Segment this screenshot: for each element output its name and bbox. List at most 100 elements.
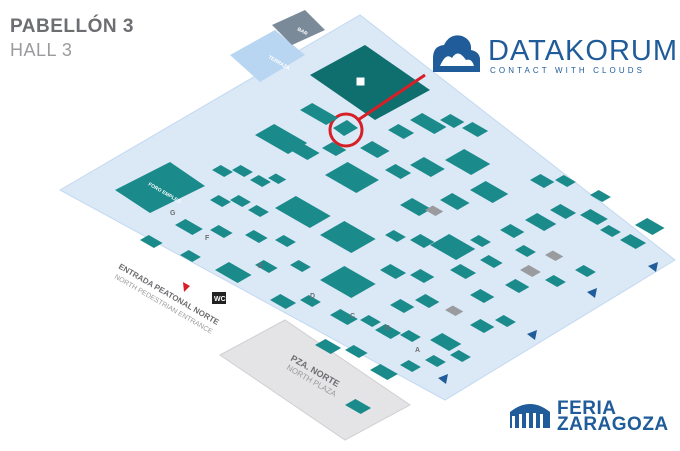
stand[interactable] (575, 265, 596, 277)
stand[interactable] (415, 294, 440, 308)
stand[interactable] (250, 175, 271, 187)
datakorum-stand-marker (328, 112, 364, 148)
stand[interactable] (255, 260, 278, 273)
stand[interactable] (505, 279, 530, 293)
stand[interactable] (530, 174, 555, 188)
stand[interactable] (410, 157, 445, 177)
stand[interactable] (400, 330, 421, 342)
stand[interactable] (555, 175, 576, 187)
stand[interactable] (322, 142, 347, 156)
employment-forum[interactable] (115, 162, 205, 213)
stand[interactable] (600, 225, 621, 237)
stand[interactable] (470, 319, 495, 333)
stand[interactable] (215, 262, 252, 283)
stand[interactable] (140, 235, 163, 248)
stand[interactable] (400, 360, 421, 372)
stand[interactable] (388, 124, 415, 139)
stand[interactable] (450, 350, 471, 362)
aisle-label: B (385, 325, 390, 332)
stand[interactable] (290, 143, 320, 160)
stand[interactable] (440, 193, 470, 210)
stand[interactable] (425, 355, 446, 367)
stand[interactable] (590, 190, 611, 202)
stand[interactable] (268, 173, 287, 185)
stand[interactable] (180, 250, 201, 262)
stand[interactable] (545, 275, 566, 287)
aisle-label: G (170, 210, 176, 217)
wc-label: WC (214, 296, 226, 303)
stand[interactable] (470, 181, 509, 203)
stand[interactable] (210, 225, 233, 238)
stand[interactable] (330, 309, 358, 325)
stand[interactable] (410, 269, 435, 283)
stand[interactable] (445, 149, 491, 175)
stand[interactable] (320, 221, 376, 253)
wc-icon (212, 292, 226, 304)
stand[interactable] (290, 260, 311, 272)
stand[interactable] (390, 299, 415, 313)
exit-arrow-icon (648, 262, 658, 272)
stand[interactable] (430, 333, 462, 351)
datakorum-tagline: CONTACT WITH CLOUDS (490, 66, 646, 75)
stand[interactable] (635, 218, 665, 235)
stand[interactable] (445, 305, 464, 317)
stand[interactable] (410, 234, 435, 248)
stand[interactable] (380, 264, 407, 279)
stand[interactable] (520, 265, 541, 277)
stand[interactable] (462, 122, 489, 137)
datakorum-logo-text: DATAKORUM (488, 35, 678, 67)
stand[interactable] (470, 289, 495, 303)
stand[interactable] (500, 224, 525, 238)
stand[interactable] (385, 164, 412, 179)
stand[interactable] (320, 266, 376, 298)
stand[interactable] (315, 339, 342, 354)
stand[interactable] (360, 315, 381, 327)
stand[interactable] (300, 295, 321, 307)
stand[interactable] (450, 264, 477, 279)
hall-subtitle: HALL 3 (10, 40, 73, 60)
stand[interactable] (550, 204, 577, 219)
stand[interactable] (580, 209, 608, 225)
stand[interactable] (400, 198, 432, 216)
stand[interactable] (210, 195, 231, 207)
stand[interactable] (248, 205, 269, 217)
stand[interactable] (212, 165, 233, 177)
stand[interactable] (360, 141, 390, 158)
stand[interactable] (232, 165, 253, 177)
terrace-area (230, 30, 305, 82)
bar-label: BAR (296, 27, 309, 38)
stand[interactable] (495, 315, 516, 327)
stand[interactable] (370, 364, 398, 380)
stand[interactable] (470, 235, 491, 247)
stand[interactable] (440, 114, 465, 128)
stand[interactable] (385, 230, 406, 242)
aisle-label: D (310, 293, 315, 300)
stand[interactable] (245, 230, 268, 243)
stand[interactable] (410, 113, 447, 134)
stand-datakorum[interactable] (333, 120, 358, 136)
stand[interactable] (375, 324, 402, 339)
stand[interactable] (525, 213, 557, 231)
stand[interactable] (300, 103, 339, 125)
stand[interactable] (425, 205, 444, 217)
stand[interactable] (325, 162, 379, 193)
stand[interactable] (275, 196, 331, 228)
stand[interactable] (545, 250, 564, 262)
stand[interactable] (515, 245, 536, 257)
stand[interactable] (230, 195, 251, 207)
stand[interactable] (620, 234, 647, 249)
stand[interactable] (345, 345, 368, 358)
stand[interactable] (275, 235, 296, 247)
stand-main-block[interactable] (310, 45, 430, 120)
aisle-label: A (415, 347, 420, 354)
stand[interactable] (345, 399, 372, 414)
stand[interactable] (175, 219, 203, 235)
stand[interactable] (480, 255, 503, 268)
stand[interactable] (430, 234, 476, 260)
stand[interactable] (270, 294, 297, 309)
stand[interactable] (255, 124, 308, 154)
hall-title: PABELLÓN 3 (10, 16, 134, 37)
